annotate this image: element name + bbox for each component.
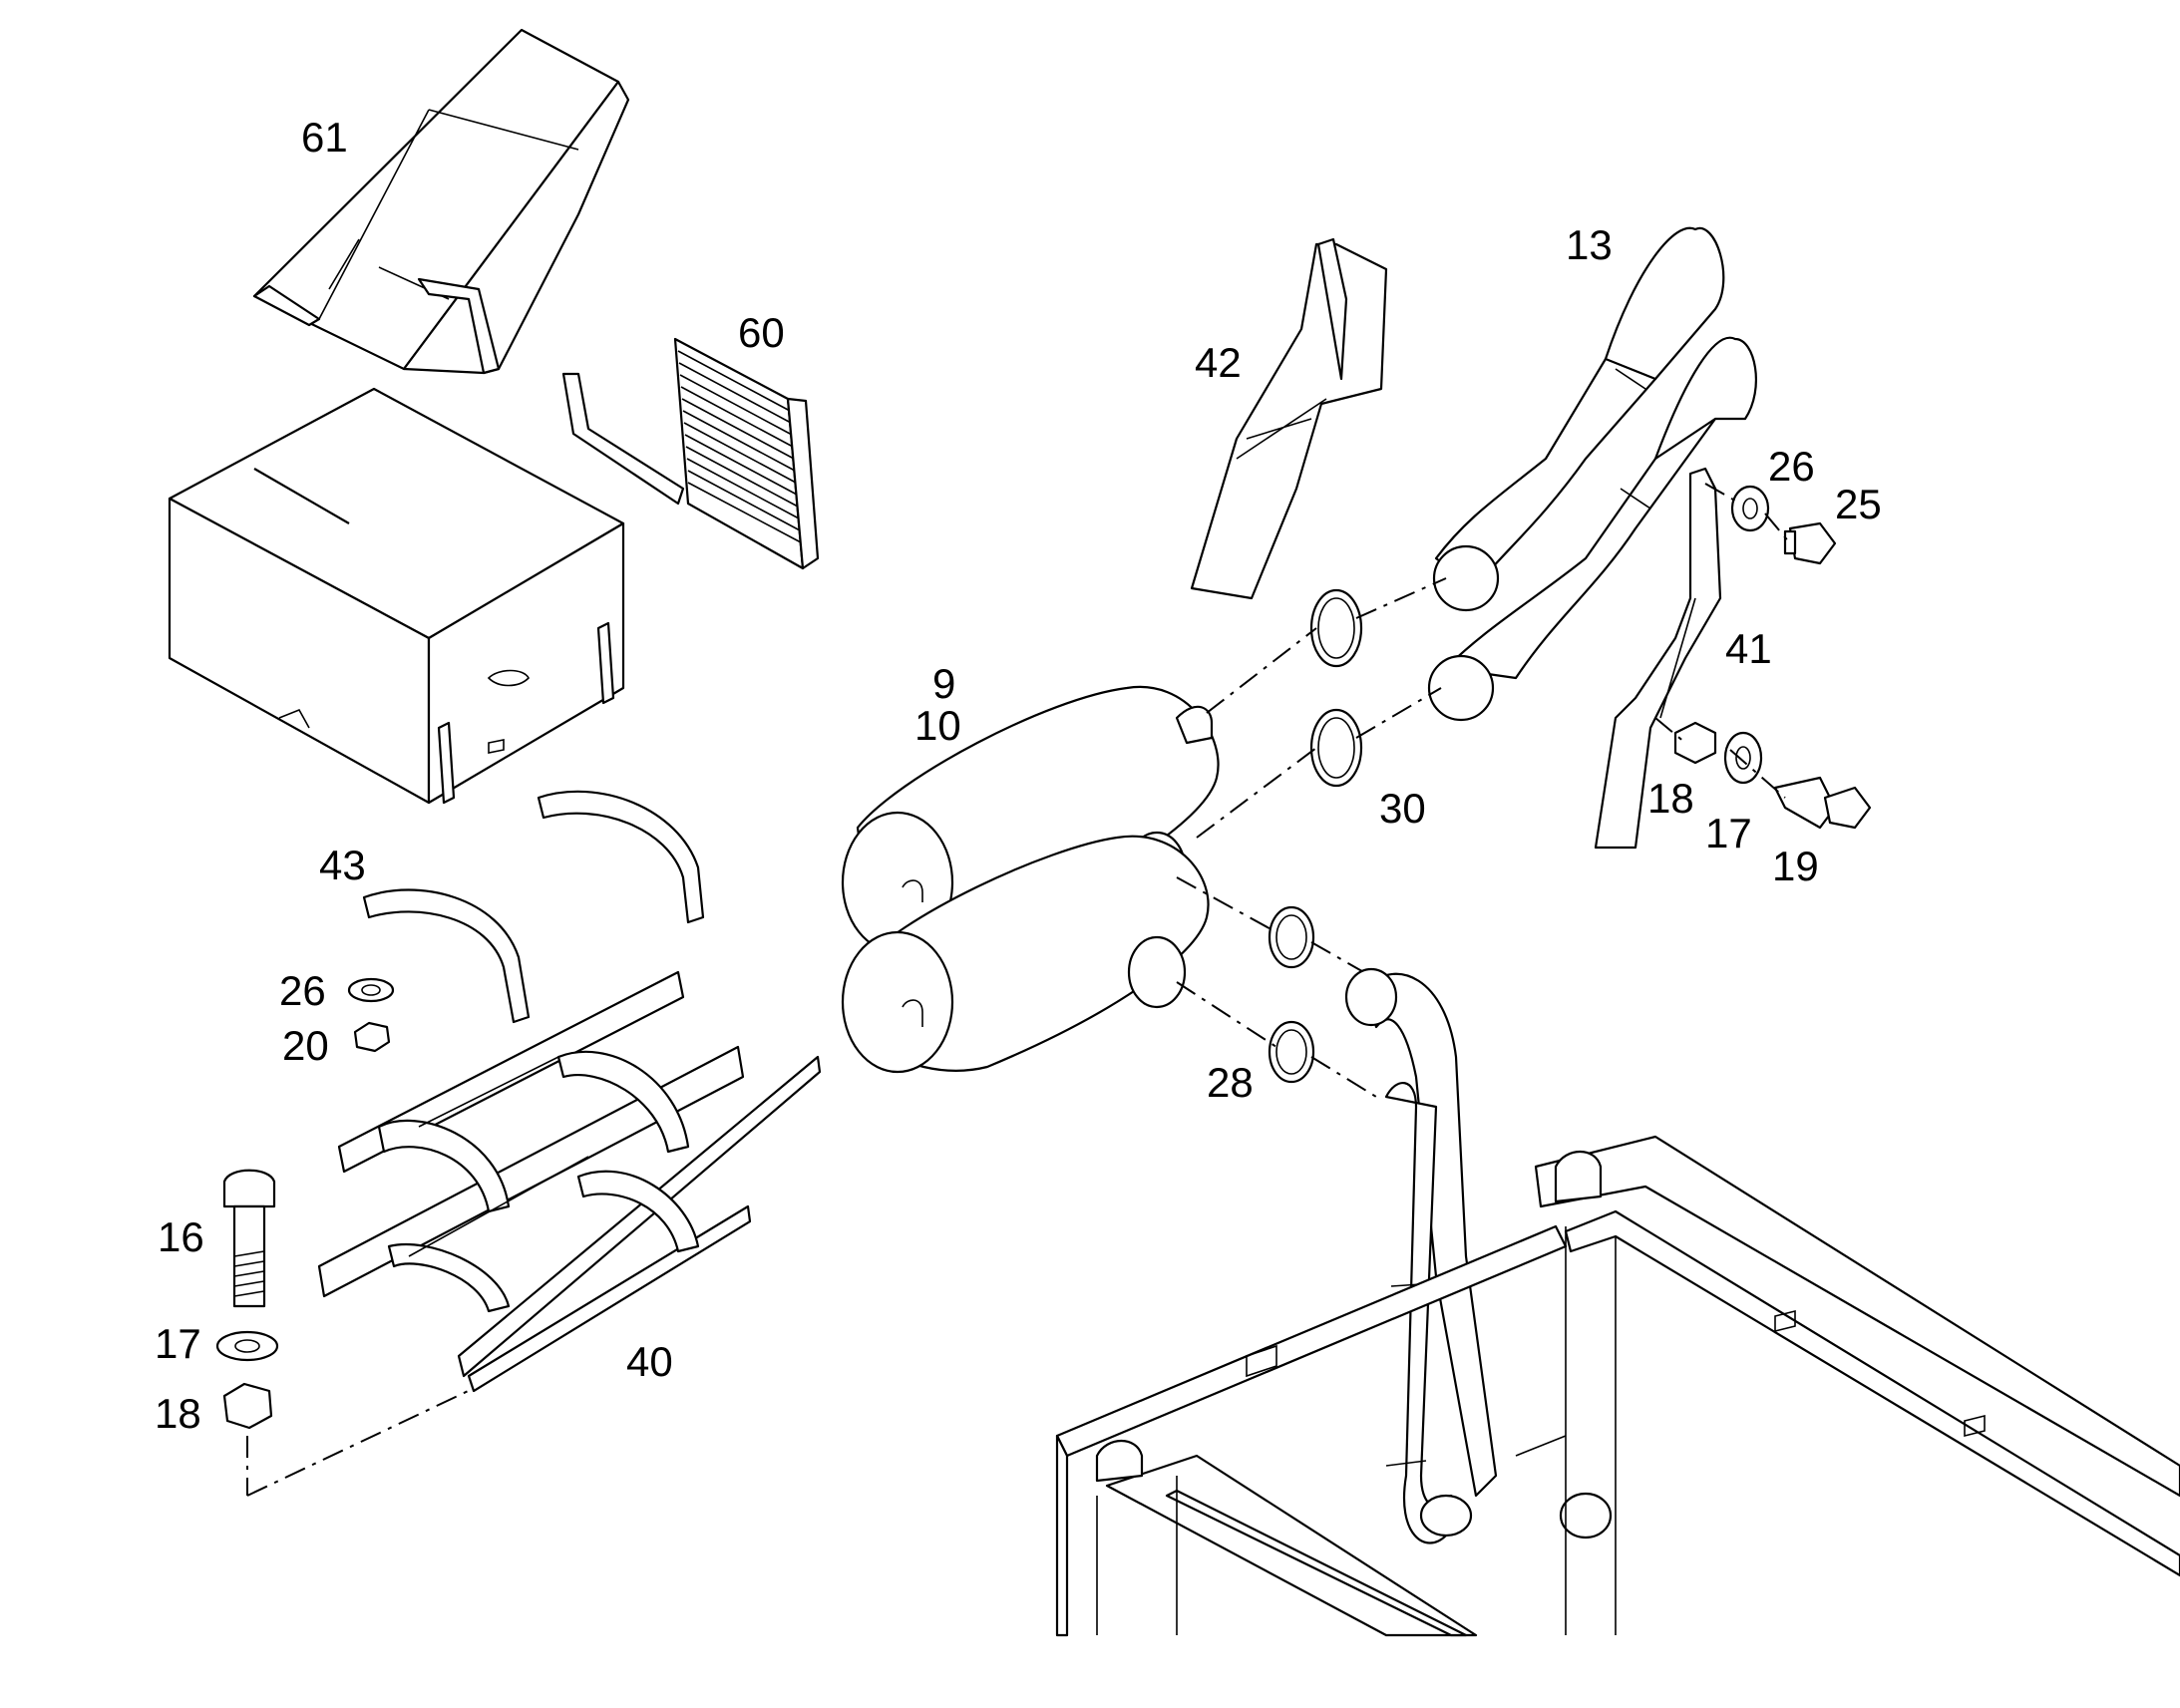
nut-18-lower <box>222 1382 273 1430</box>
part-61-hood <box>252 28 630 375</box>
part-13-exhaust-tubes <box>1427 226 1757 722</box>
callout-18-upper: 18 <box>1647 775 1694 822</box>
bolt-16 <box>222 1169 276 1308</box>
part-10-muffler-lower <box>841 835 1210 1074</box>
washer-17-upper <box>1723 731 1763 785</box>
washer-26-lower <box>347 977 395 1003</box>
callout-18-lower: 18 <box>155 1390 201 1437</box>
part-40-frame <box>317 970 822 1393</box>
callout-19: 19 <box>1772 843 1819 889</box>
callout-9: 9 <box>932 660 955 707</box>
axis-line-41 <box>1654 483 1791 799</box>
enclosure-box <box>168 387 625 805</box>
callout-26-upper: 26 <box>1768 443 1815 490</box>
washer-26-upper <box>1730 485 1770 532</box>
callout-17-upper: 17 <box>1705 810 1752 856</box>
callout-26-lower: 26 <box>279 967 326 1014</box>
callout-20: 20 <box>282 1022 329 1069</box>
bolt-25 <box>1783 521 1837 565</box>
chassis-frame <box>1055 1135 2180 1637</box>
nut-18-upper <box>1673 721 1717 765</box>
callout-43: 43 <box>319 842 366 888</box>
part-60-grille <box>561 337 820 570</box>
clamps-30 <box>1309 588 1363 788</box>
callout-30: 30 <box>1379 785 1426 832</box>
lower-exhaust-pipe <box>1344 967 1613 1544</box>
callout-25: 25 <box>1835 481 1882 527</box>
axis-lines <box>246 577 1447 1497</box>
callout-labels: 61 60 42 13 26 25 41 9 10 30 18 17 19 43… <box>155 114 1882 1437</box>
callout-16: 16 <box>158 1213 204 1260</box>
washer-17-lower <box>215 1330 279 1362</box>
callout-40: 40 <box>626 1338 673 1385</box>
callout-41: 41 <box>1725 625 1772 672</box>
callout-42: 42 <box>1195 339 1242 386</box>
callout-13: 13 <box>1566 221 1613 268</box>
callout-61: 61 <box>301 114 348 161</box>
part-43-straps <box>362 790 705 1024</box>
nut-20 <box>353 1021 391 1053</box>
clamps-28 <box>1268 905 1315 1084</box>
callout-60: 60 <box>738 309 785 356</box>
part-42-bracket <box>1190 237 1388 600</box>
callout-28: 28 <box>1207 1059 1254 1106</box>
callout-17-lower: 17 <box>155 1320 201 1367</box>
bolt-19 <box>1773 776 1872 830</box>
callout-10: 10 <box>914 702 961 749</box>
